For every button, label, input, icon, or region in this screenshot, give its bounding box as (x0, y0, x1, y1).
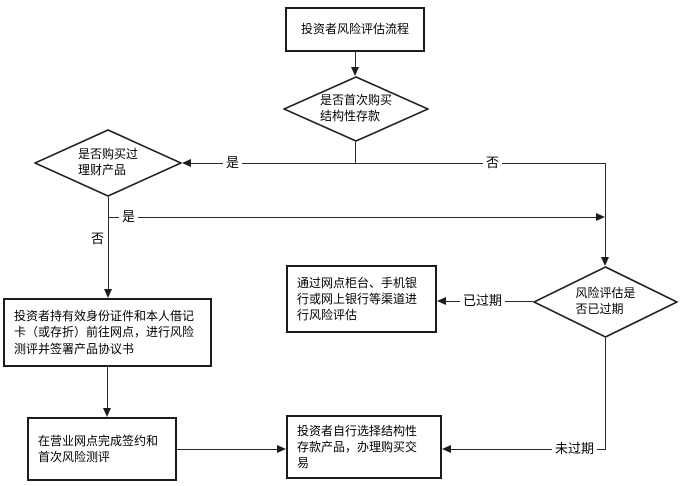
connector-purchased-yes (108, 217, 596, 218)
node-process-assessment-channels-label: 通过网点柜台、手机银 行或网上银行等渠道进 行风险评估 (297, 275, 418, 323)
node-decision-assessment-expired: 风险评估是 否已过期 (533, 266, 678, 338)
node-process-visit-branch: 投资者持有效身份证件和本人借记 卡（或存折）前往网点，进行风险 测评并签署产品协… (3, 298, 212, 367)
arrowhead-down-icon (601, 257, 609, 266)
node-process-assessment-channels: 通过网点柜台、手机银 行或网上银行等渠道进 行风险评估 (286, 265, 437, 333)
connector-not-expired-left (451, 449, 606, 450)
node-decision-first-purchase-label: 是否首次购买 结构性存款 (319, 93, 392, 123)
connector-first-decision-split (191, 163, 605, 164)
arrowhead-left-icon (442, 445, 451, 453)
arrowhead-right-icon (596, 213, 605, 221)
connector-not-expired-down (605, 338, 606, 450)
node-process-visit-branch-label: 投资者持有效身份证件和本人借记 卡（或存折）前往网点，进行风险 测评并签署产品协… (14, 309, 195, 356)
edge-label-first-purchase-no: 否 (483, 155, 503, 171)
connector-purchased-no (108, 197, 109, 289)
node-decision-assessment-expired-label: 风险评估是 否已过期 (575, 286, 636, 316)
edge-label-first-purchase-yes: 是 (223, 155, 243, 171)
diamond-shape (34, 129, 182, 197)
node-start: 投资者风险评估流程 (285, 7, 425, 52)
connector-sign-to-purchase (177, 449, 277, 450)
node-start-label: 投资者风险评估流程 (300, 22, 409, 37)
node-decision-purchased-wealth-products: 是否购买过 理财产品 (34, 129, 182, 197)
node-decision-first-purchase: 是否首次购买 结构性存款 (283, 76, 429, 142)
connector-first-decision-stem (355, 142, 356, 163)
edge-label-expired: 已过期 (460, 293, 506, 309)
connector-start-to-first-decision (355, 52, 356, 68)
node-process-sign-at-branch-label: 在营业网点完成签约和 首次风险测评 (38, 433, 159, 464)
node-process-sign-at-branch: 在营业网点完成签约和 首次风险测评 (27, 417, 177, 481)
diamond-shape (533, 266, 678, 338)
edge-label-not-expired: 未过期 (552, 441, 598, 457)
edge-label-purchased-yes: 是 (119, 209, 139, 225)
diamond-shape (283, 76, 429, 142)
connector-no-branch-down (605, 163, 606, 258)
arrowhead-right-icon (277, 445, 286, 453)
arrowhead-down-icon (351, 67, 359, 76)
edge-label-purchased-no: 否 (88, 231, 108, 247)
node-decision-purchased-wealth-products-label: 是否购买过 理财产品 (77, 147, 138, 177)
connector-visit-to-sign (107, 367, 108, 408)
node-process-purchase-transaction-label: 投资者自行选择结构性 存款产品，办理购买交 易 (297, 423, 418, 471)
arrowhead-down-icon (104, 289, 112, 298)
node-process-purchase-transaction: 投资者自行选择结构性 存款产品，办理购买交 易 (286, 415, 442, 479)
arrowhead-left-icon (182, 159, 191, 167)
arrowhead-left-icon (437, 297, 446, 305)
arrowhead-down-icon (103, 408, 111, 417)
